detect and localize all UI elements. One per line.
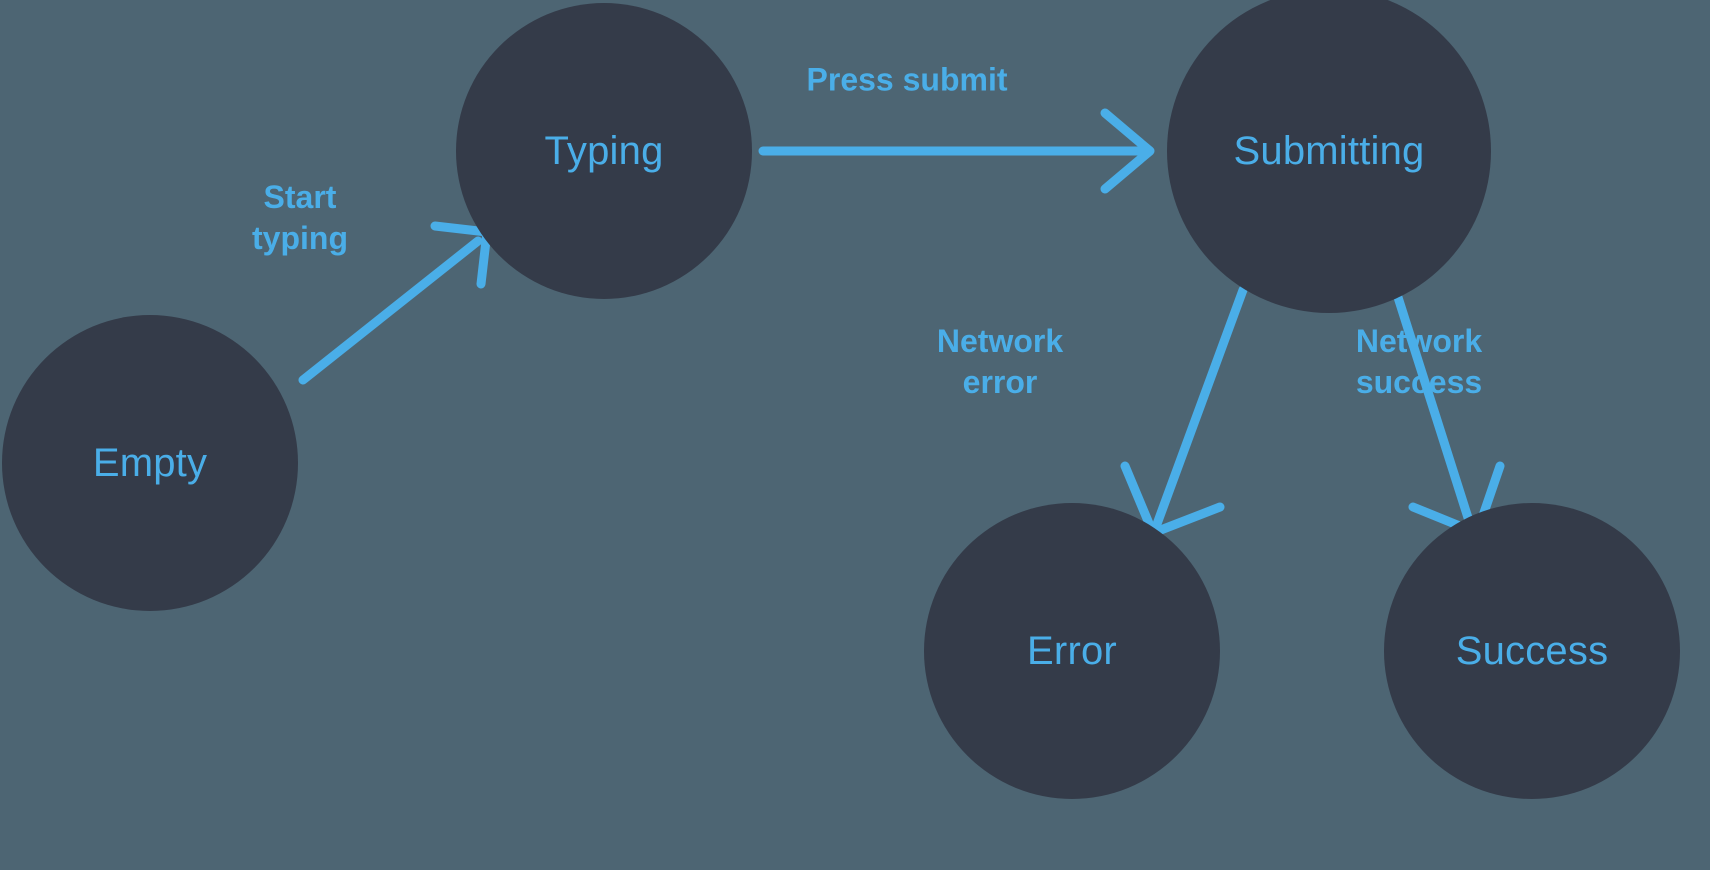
edge-label-network-success: Network success bbox=[1355, 323, 1483, 400]
edge-label-press-submit: Press submit bbox=[806, 61, 1008, 98]
state-label-empty: Empty bbox=[92, 441, 208, 485]
edge-line-empty-to-typing bbox=[298, 236, 483, 385]
edge-label-start-typing: Start typing bbox=[252, 179, 348, 256]
state-label-success: Success bbox=[1455, 629, 1609, 673]
state-node-empty[interactable]: Empty bbox=[2, 315, 298, 611]
state-node-success[interactable]: Success bbox=[1384, 503, 1680, 799]
state-label-submitting: Submitting bbox=[1233, 129, 1425, 173]
state-node-error[interactable]: Error bbox=[924, 503, 1220, 799]
edge-label-network-error: Network error bbox=[936, 323, 1064, 400]
state-node-submitting[interactable]: Submitting bbox=[1167, 0, 1491, 313]
edge-submitting-to-error bbox=[1120, 285, 1248, 538]
state-node-typing[interactable]: Typing bbox=[456, 3, 752, 299]
edge-line-submitting-to-error bbox=[1152, 285, 1248, 529]
arrowhead-typing-to-submitting bbox=[1100, 108, 1155, 194]
arrowhead-empty-to-typing bbox=[430, 221, 492, 289]
state-label-typing: Typing bbox=[544, 129, 664, 173]
edge-typing-to-submitting bbox=[758, 108, 1155, 194]
state-label-error: Error bbox=[1027, 629, 1117, 673]
